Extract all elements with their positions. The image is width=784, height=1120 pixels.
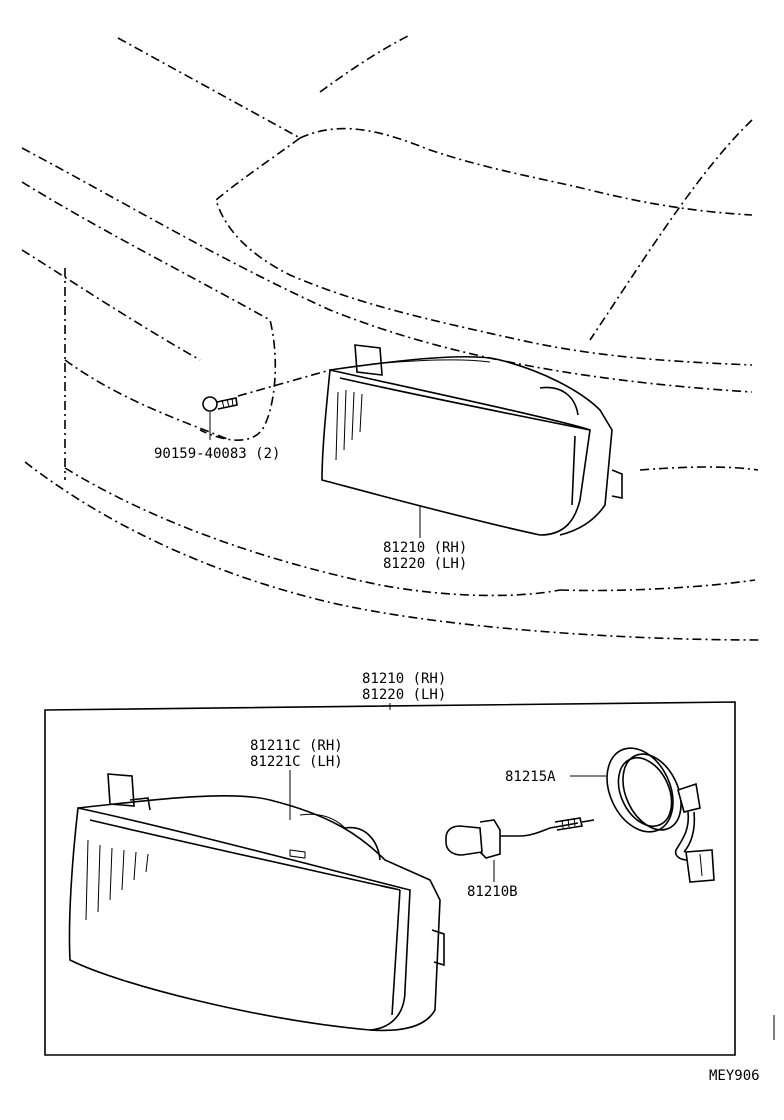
bulb-icon bbox=[445, 817, 595, 859]
assembly-frame bbox=[44, 701, 736, 1056]
lamp-part-label-lh: 81220 (LH) bbox=[383, 556, 467, 572]
fog-lamp-installed bbox=[321, 344, 623, 536]
fog-lamp-exploded bbox=[68, 773, 445, 1032]
bulb-part-label: 81210B bbox=[467, 884, 518, 900]
lens-part-label-rh: 81211C (RH) bbox=[250, 738, 343, 754]
vehicle-body-outline bbox=[21, 34, 761, 641]
lens-part-label-lh: 81221C (LH) bbox=[250, 754, 343, 770]
socket-part-label: 81215A bbox=[505, 769, 556, 785]
lamp-part-label-rh: 81210 (RH) bbox=[383, 540, 467, 556]
screw-icon bbox=[202, 396, 238, 412]
diagram-code: MEY906 bbox=[709, 1068, 760, 1084]
assembly-part-label-lh: 81220 (LH) bbox=[362, 687, 446, 703]
screw-part-label: 90159-40083 (2) bbox=[154, 446, 280, 462]
socket-icon bbox=[606, 747, 715, 883]
assembly-part-label-rh: 81210 (RH) bbox=[362, 671, 446, 687]
